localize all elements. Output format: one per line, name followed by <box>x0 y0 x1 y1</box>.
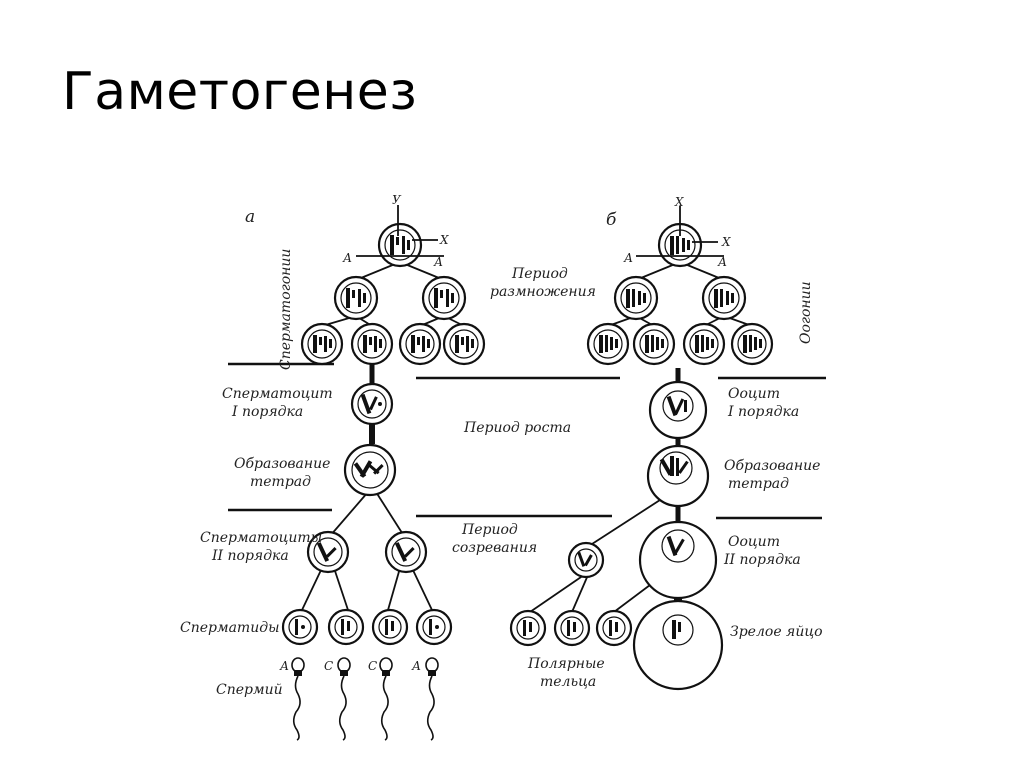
label-spermatogonia: Сперматогонии <box>278 249 294 370</box>
label-spermatocytes-2: Сперматоциты <box>200 530 322 546</box>
chromosome-mark-x: Х <box>674 195 684 209</box>
label-polar-bodies: Полярные <box>527 656 605 672</box>
sperm-cell <box>291 657 305 741</box>
sperm-mark: С <box>368 659 377 673</box>
label-spermatocyte-1: I порядка <box>231 404 303 420</box>
chromosome-mark-a: А <box>623 251 633 265</box>
panel-label-female: б <box>606 210 617 230</box>
spermatocyte-2-cell <box>306 530 350 574</box>
sperm-cell <box>379 657 393 741</box>
female-lineage: Х А А Х <box>509 195 774 691</box>
label-spermatocyte-1: Сперматоцит <box>222 386 333 402</box>
oogonium-cell <box>701 275 747 321</box>
spermatocyte-1-cell <box>350 382 394 426</box>
label-oocyte-1: Ооцит <box>728 386 780 402</box>
label-oocyte-2: II порядка <box>723 552 801 568</box>
polar-body-cell <box>595 609 633 647</box>
male-lineage: А С С А У А А Х <box>279 193 486 741</box>
label-tetrads-female: Образование <box>724 458 820 474</box>
chromosome-mark-x: Х <box>721 235 731 249</box>
panel-label-male: а <box>245 207 255 227</box>
oogonium-cell <box>730 322 774 366</box>
oogonium-cell <box>613 275 659 321</box>
label-period-maturation: Период <box>461 522 518 538</box>
sperm-cell <box>337 657 351 741</box>
label-oogonia: Оогонии <box>798 281 814 344</box>
sperm-mark: А <box>411 659 421 673</box>
polar-body-cell <box>509 609 547 647</box>
chromosome-mark-a: А <box>342 251 352 265</box>
oogonium-cell <box>586 322 630 366</box>
spermatid-cell <box>415 608 453 646</box>
label-sperm: Спермий <box>216 682 283 698</box>
oocyte-2-cell <box>638 520 718 600</box>
polar-body-cell <box>553 609 591 647</box>
spermatogonium-cell <box>398 322 442 366</box>
chromosome-mark-a: А <box>717 255 727 269</box>
label-spermatids: Сперматиды <box>180 620 280 636</box>
spermatogonium-cell <box>442 322 486 366</box>
label-polar-bodies: тельца <box>540 674 596 690</box>
label-oocyte-2: Ооцит <box>728 534 780 550</box>
spermatid-cell <box>281 608 319 646</box>
spermatogonium-cell <box>300 322 344 366</box>
label-period-growth: Период роста <box>463 420 571 436</box>
polar-body-cell <box>567 541 605 579</box>
sperm-mark: А <box>279 659 289 673</box>
chromosome-mark-a: А <box>433 255 443 269</box>
sperm-mark: С <box>324 659 333 673</box>
tetrad-formation-cell <box>646 444 710 508</box>
label-tetrads-male: тетрад <box>250 474 311 490</box>
spermatogonium-cell <box>377 222 423 268</box>
label-period-reproduction: Период <box>511 266 568 282</box>
chromosome-mark-y: У <box>392 193 402 207</box>
oogonium-cell <box>632 322 676 366</box>
slide-title: Гаметогенез <box>62 62 418 122</box>
oocyte-1-cell <box>648 380 708 440</box>
label-period-maturation: созревания <box>452 540 537 556</box>
label-tetrads-male: Образование <box>234 456 330 472</box>
spermatogonium-cell <box>421 275 467 321</box>
spermatogonium-cell <box>350 322 394 366</box>
label-spermatocytes-2: II порядка <box>211 548 289 564</box>
spermatocyte-2-cell <box>384 530 428 574</box>
spermatid-cell <box>371 608 409 646</box>
tetrad-formation-cell <box>343 443 397 497</box>
spermatid-cell <box>327 608 365 646</box>
label-mature-egg: Зрелое яйцо <box>730 624 823 640</box>
chromosome-mark-x: Х <box>439 233 449 247</box>
mature-egg-cell <box>632 599 724 691</box>
label-tetrads-female: тетрад <box>728 476 789 492</box>
oogonium-cell <box>682 322 726 366</box>
label-period-reproduction: размножения <box>490 284 596 300</box>
spermatogonium-cell <box>333 275 379 321</box>
label-oocyte-1: I порядка <box>727 404 799 420</box>
sperm-cell <box>425 657 439 741</box>
